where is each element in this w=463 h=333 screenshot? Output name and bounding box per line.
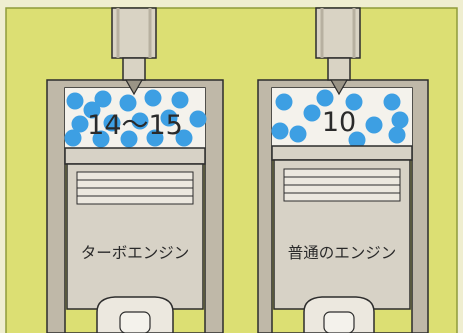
turbo-compression-ratio: 14～15 [87,110,183,141]
spark-plug [111,7,157,96]
turbo-engine-label: ターボエンジン [81,244,190,262]
normal-engine-cylinder: 10 普通のエンジン [257,7,429,333]
air-molecules-turbo [64,89,207,148]
turbo-engine-cylinder: 14～15 ターボエンジン [46,7,224,333]
normal-engine-label: 普通のエンジン [288,244,397,262]
piston-turbo [64,147,206,333]
spark-plug [315,7,361,96]
piston-normal [271,145,413,333]
normal-compression-ratio: 10 [322,107,356,138]
air-molecules-normal [271,89,409,149]
